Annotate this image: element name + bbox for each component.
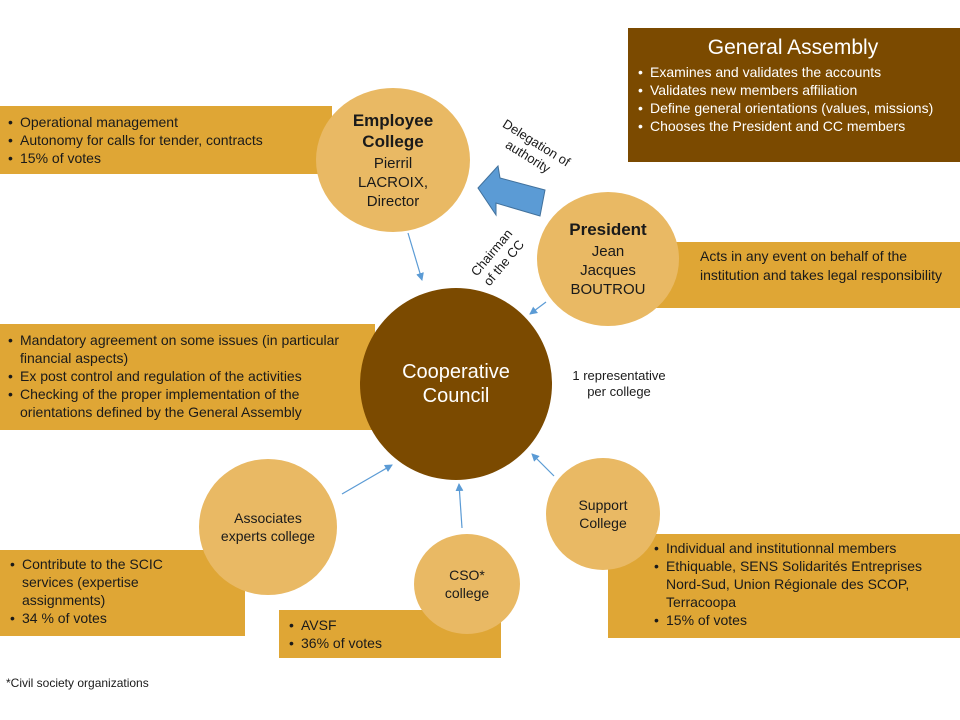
arrow-cso-to-council [455,483,464,529]
general-assembly-box: General Assembly Examines and validates … [628,28,960,162]
associates-list: Contribute to the SCIC services (experti… [8,555,188,627]
arrow-associates-to-council [341,464,393,495]
general-assembly-list: Examines and validates the accounts Vali… [636,63,950,135]
associates-college-title: Associates experts college [220,510,316,544]
cooperative-council-title: Cooperative Council [402,361,510,407]
president-circle: President Jean Jacques BOUTROU [537,192,679,326]
cso-college-title: CSO* college [444,567,490,601]
list-item: Operational management [6,113,332,131]
cooperative-council-circle: Cooperative Council [360,288,552,480]
list-item: Contribute to the SCIC services (experti… [8,555,188,609]
footnote: *Civil society organizations [6,676,149,690]
cso-college-circle: CSO* college [414,534,520,634]
support-college-title: Support College [578,497,628,531]
council-list: Mandatory agreement on some issues (in p… [6,331,356,421]
list-item: Ethiquable, SENS Solidarités Entreprises… [652,557,942,611]
list-item: Ex post control and regulation of the ac… [6,367,356,385]
list-item: Individual and institutionnal members [652,539,942,557]
list-item: Chooses the President and CC members [636,117,950,135]
president-person: Jean Jacques BOUTROU [570,243,646,298]
delegation-arrow-icon [477,164,546,217]
list-item: 36% of votes [287,634,501,652]
employee-college-person: Pierril LACROIX, Director [357,154,429,210]
employee-college-box: Operational management Autonomy for call… [0,106,332,174]
list-item: AVSF [287,616,501,634]
support-college-circle: Support College [546,458,660,570]
president-title: President [569,220,647,239]
president-description: Acts in any event on behalf of the insti… [700,248,943,283]
cso-list: AVSF 36% of votes [287,616,501,652]
associates-box: Contribute to the SCIC services (experti… [0,550,245,636]
arrow-president-to-council [529,301,547,315]
associates-college-circle: Associates experts college [199,459,337,595]
list-item: 15% of votes [6,149,332,167]
list-item: 15% of votes [652,611,942,629]
list-item: Mandatory agreement on some issues (in p… [6,331,356,367]
arrow-support-to-council [531,453,555,477]
arrow-employee-to-council [407,232,424,281]
council-box: Mandatory agreement on some issues (in p… [0,324,375,430]
list-item: Validates new members affiliation [636,81,950,99]
list-item: Examines and validates the accounts [636,63,950,81]
representative-note: 1 representative per college [572,368,666,399]
list-item: Define general orientations (values, mis… [636,99,950,117]
employee-college-title: Employee College [352,110,434,151]
employee-college-circle: Employee College Pierril LACROIX, Direct… [316,88,470,232]
list-item: Checking of the proper implementation of… [6,385,356,421]
employee-college-list: Operational management Autonomy for call… [6,113,332,167]
general-assembly-title: General Assembly [707,36,879,59]
support-box: Individual and institutionnal members Et… [608,534,960,638]
list-item: Autonomy for calls for tender, contracts [6,131,332,149]
list-item: 34 % of votes [8,609,188,627]
support-list: Individual and institutionnal members Et… [652,539,942,629]
